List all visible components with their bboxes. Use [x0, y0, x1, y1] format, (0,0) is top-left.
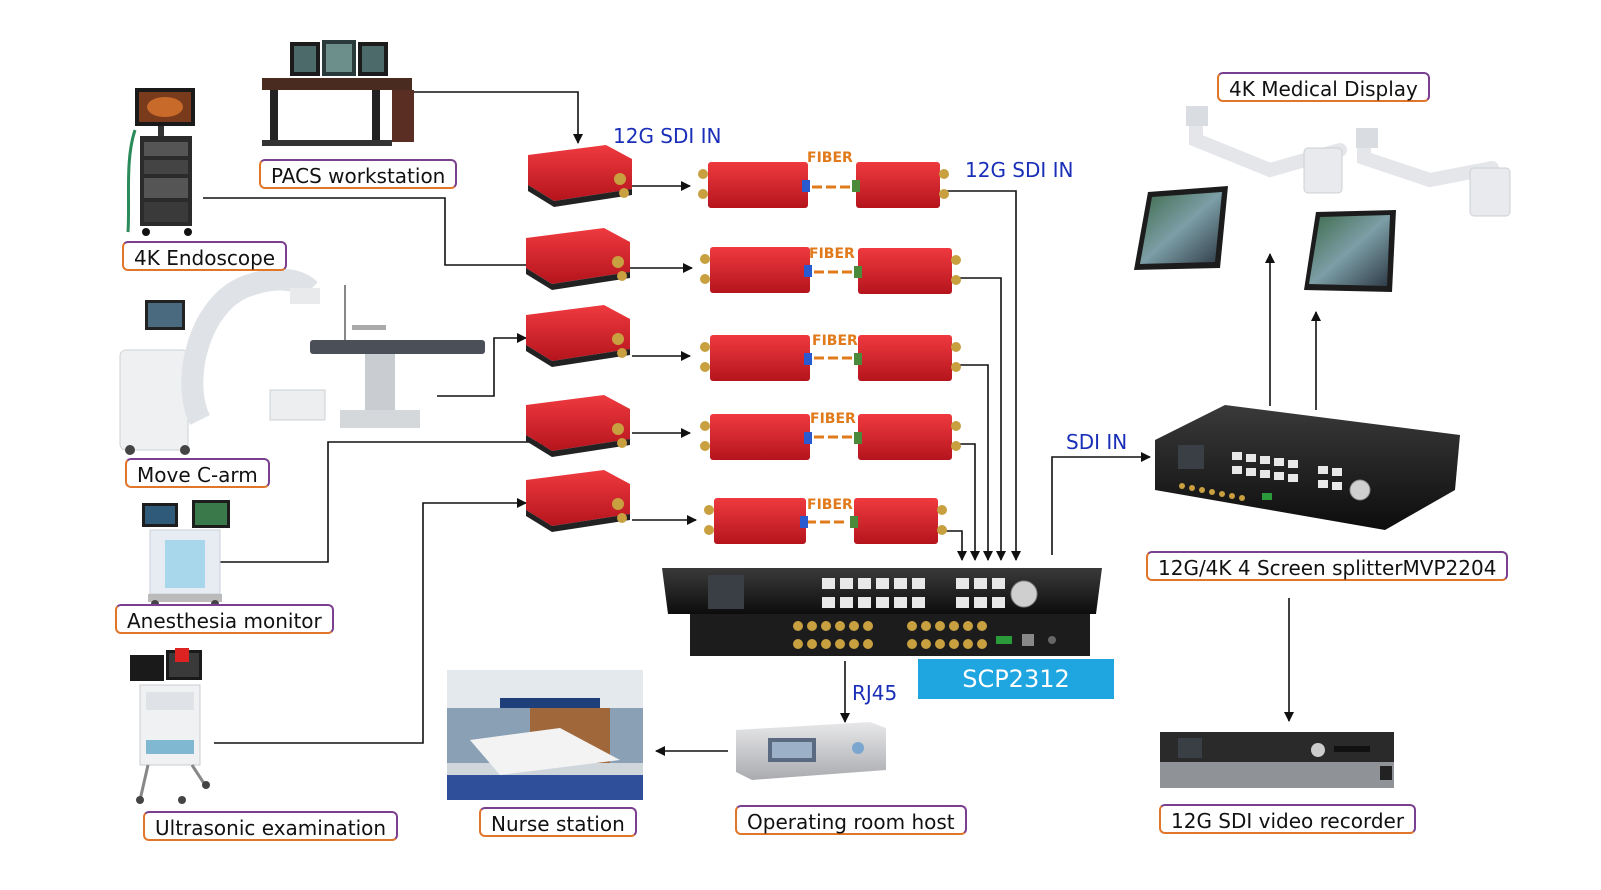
link-ultrasonic: [214, 498, 527, 744]
label-scp2312: SCP2312: [918, 659, 1114, 699]
link-matrix-splitter: [1051, 452, 1151, 555]
fiber-label-3: FIBER: [812, 333, 858, 349]
fiber-label-5: FIBER: [807, 497, 853, 513]
label-video-recorder: 12G SDI video recorder: [1159, 804, 1417, 834]
medical-displays-image: [1134, 106, 1511, 292]
fiber-label-2: FIBER: [809, 246, 855, 262]
sdi-converters: [526, 145, 632, 532]
link-anesthesia: [218, 437, 551, 563]
c-arm-image: [119, 268, 485, 455]
signal-sdi-in: SDI IN: [1066, 430, 1128, 454]
anesthesia-image: [142, 500, 230, 608]
fiber-transceivers: [698, 162, 961, 544]
label-nurse-station: Nurse station: [479, 807, 637, 837]
signal-12g-sdi-in-1: 12G SDI IN: [613, 124, 722, 148]
label-move-c-arm: Move C-arm: [125, 458, 270, 488]
fiber-label-1: FIBER: [807, 150, 853, 166]
matrix-switcher-image: [662, 568, 1102, 656]
pacs-workstation-image: [262, 40, 414, 146]
signal-12g-sdi-in-2: 12G SDI IN: [965, 158, 1074, 182]
label-anesthesia-monitor: Anesthesia monitor: [115, 604, 334, 634]
ultrasonic-image: [130, 648, 210, 804]
label-splitter: 12G/4K 4 Screen splitterMVP2204: [1146, 551, 1509, 581]
endoscope-image: [126, 88, 195, 236]
fiber-label-4: FIBER: [810, 411, 856, 427]
splitter-image: [1155, 405, 1460, 530]
link-pacs: [413, 91, 583, 144]
label-4k-medical-display: 4K Medical Display: [1217, 72, 1430, 102]
label-4k-endoscope: 4K Endoscope: [122, 241, 288, 271]
label-operating-room-host: Operating room host: [735, 805, 967, 835]
label-pacs-workstation: PACS workstation: [259, 159, 458, 189]
link-c-arm: [437, 333, 527, 397]
recorder-image: [1160, 732, 1394, 788]
label-ultrasonic-examination: Ultrasonic examination: [143, 811, 399, 841]
fiber-links: [806, 185, 852, 524]
link-endoscope: [203, 197, 539, 270]
nurse-station-image: [447, 670, 643, 800]
connections: [203, 91, 1321, 756]
signal-rj45: RJ45: [852, 681, 898, 705]
host-image: [736, 722, 886, 780]
